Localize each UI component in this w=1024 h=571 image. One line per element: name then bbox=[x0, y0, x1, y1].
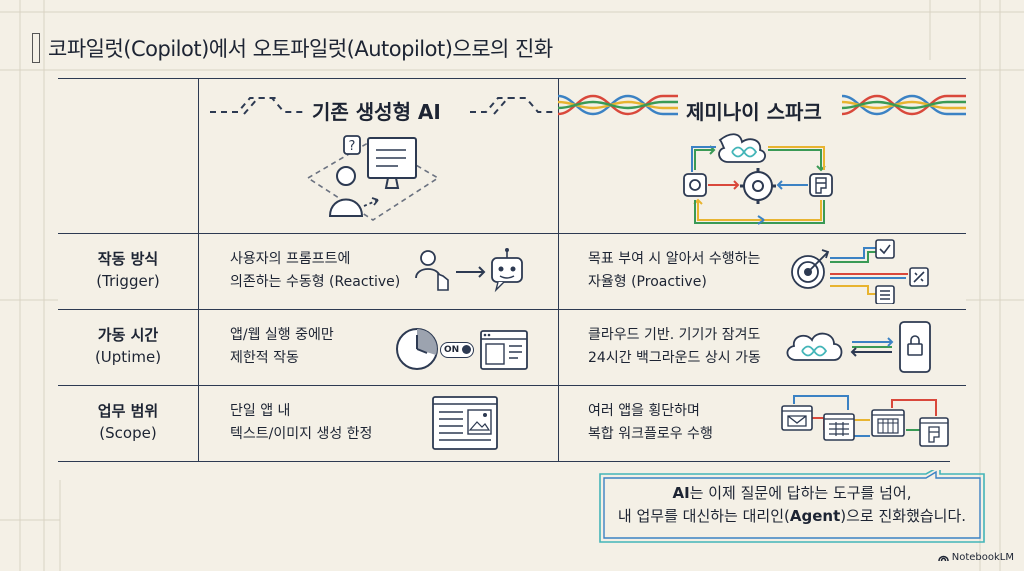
svg-text:?: ? bbox=[349, 139, 356, 154]
table-divider-row2 bbox=[58, 309, 966, 310]
cell-line: 자율형 (Proactive) bbox=[588, 274, 707, 290]
callout-line1-bold: AI bbox=[672, 484, 690, 502]
row-label-korean: 업무 범위 bbox=[97, 402, 159, 420]
notebooklm-logo-icon bbox=[938, 555, 949, 562]
cell-legacy-uptime: 앱/웹 실행 중에만 제한적 작동 bbox=[230, 324, 334, 370]
table-divider-row3 bbox=[58, 385, 966, 386]
row-label-english: (Scope) bbox=[99, 424, 157, 442]
autonomous-cycle-icon bbox=[683, 133, 833, 225]
dashed-decoration-icon bbox=[470, 97, 554, 115]
table-divider-row1 bbox=[58, 233, 966, 234]
comparison-table: 기존 생성형 AI 제미나이 스파크 ? bbox=[58, 78, 966, 462]
callout-line-1: AI는 이제 질문에 답하는 도구를 넘어, bbox=[596, 482, 988, 505]
row-label-english: (Uptime) bbox=[94, 348, 162, 366]
row-label-english: (Trigger) bbox=[96, 272, 160, 290]
brand-label: NotebookLM bbox=[951, 552, 1014, 563]
cell-spark-scope: 여러 앱을 횡단하며 복합 워크플로우 수행 bbox=[588, 400, 713, 446]
dna-wave-decoration-icon bbox=[842, 94, 966, 116]
dna-wave-decoration-icon bbox=[558, 94, 678, 116]
multi-app-workflow-icon bbox=[781, 395, 949, 447]
callout-line1-rest: 는 이제 질문에 답하는 도구를 넘어, bbox=[689, 484, 912, 502]
callout-line2-pre: 내 업무를 대신하는 대리인( bbox=[617, 507, 790, 525]
row-label-trigger: 작동 방식 (Trigger) bbox=[58, 248, 198, 292]
cell-line: 목표 부여 시 알아서 수행하는 bbox=[588, 251, 761, 267]
dashed-decoration-icon bbox=[210, 97, 306, 115]
cell-line: 복합 워크플로우 수행 bbox=[588, 426, 713, 442]
cloud-sync-to-locked-phone-icon bbox=[786, 321, 931, 373]
table-border-bottom bbox=[58, 461, 950, 462]
target-to-tasks-icon bbox=[791, 239, 929, 304]
row-label-scope: 업무 범위 (Scope) bbox=[58, 400, 198, 444]
toggle-label: ON bbox=[444, 345, 460, 355]
cell-line: 여러 앱을 횡단하며 bbox=[588, 403, 700, 419]
toggle-knob bbox=[462, 345, 471, 354]
page-title-text: 코파일럿(Copilot)에서 오토파일럿(Autopilot)으로의 진화 bbox=[48, 37, 553, 61]
notebooklm-brand: NotebookLM bbox=[938, 552, 1014, 563]
row-label-korean: 작동 방식 bbox=[97, 250, 159, 268]
cell-spark-trigger: 목표 부여 시 알아서 수행하는 자율형 (Proactive) bbox=[588, 248, 760, 294]
callout-line-2: 내 업무를 대신하는 대리인(Agent)으로 진화했습니다. bbox=[596, 505, 988, 528]
table-border-top bbox=[58, 78, 966, 79]
table-divider-mid-col bbox=[558, 78, 559, 461]
cell-line: 의존하는 수동형 (Reactive) bbox=[230, 274, 401, 290]
cell-legacy-trigger: 사용자의 프롬프트에 의존하는 수동형 (Reactive) bbox=[230, 248, 400, 294]
callout-line2-post: )으로 진화했습니다. bbox=[840, 507, 967, 525]
cell-line: 24시간 백그라운드 상시 가동 bbox=[588, 350, 761, 366]
cell-line: 단일 앱 내 bbox=[230, 403, 291, 419]
cell-line: 클라우드 기반. 기기가 잠겨도 bbox=[588, 327, 761, 343]
cell-line: 앱/웹 실행 중에만 bbox=[230, 327, 334, 343]
row-label-uptime: 가동 시간 (Uptime) bbox=[58, 324, 198, 368]
person-at-computer-icon: ? bbox=[306, 135, 440, 221]
on-toggle-icon: ON bbox=[440, 342, 474, 358]
cell-line: 제한적 작동 bbox=[230, 350, 299, 366]
title-bracket-icon bbox=[32, 33, 40, 63]
page-title: 코파일럿(Copilot)에서 오토파일럿(Autopilot)으로의 진화 bbox=[32, 30, 553, 66]
column-header-gemini-spark: 제미나이 스파크 bbox=[686, 99, 822, 124]
cell-line: 사용자의 프롬프트에 bbox=[230, 251, 351, 267]
cell-line: 텍스트/이미지 생성 한정 bbox=[230, 426, 373, 442]
callout-frame bbox=[599, 470, 985, 543]
row-label-korean: 가동 시간 bbox=[97, 326, 159, 344]
callout-text: AI는 이제 질문에 답하는 도구를 넘어, 내 업무를 대신하는 대리인(Ag… bbox=[596, 482, 988, 528]
document-with-image-icon bbox=[432, 396, 498, 450]
column-header-legacy-ai: 기존 생성형 AI bbox=[312, 99, 441, 124]
table-divider-label-col bbox=[198, 78, 199, 461]
summary-callout: AI는 이제 질문에 답하는 도구를 넘어, 내 업무를 대신하는 대리인(Ag… bbox=[596, 470, 988, 546]
cell-legacy-scope: 단일 앱 내 텍스트/이미지 생성 한정 bbox=[230, 400, 372, 446]
callout-line2-bold: Agent bbox=[789, 507, 841, 525]
cell-spark-uptime: 클라우드 기반. 기기가 잠겨도 24시간 백그라운드 상시 가동 bbox=[588, 324, 761, 370]
clock-icon bbox=[396, 328, 438, 370]
browser-window-icon bbox=[480, 330, 528, 370]
user-prompt-to-robot-icon bbox=[415, 248, 523, 293]
